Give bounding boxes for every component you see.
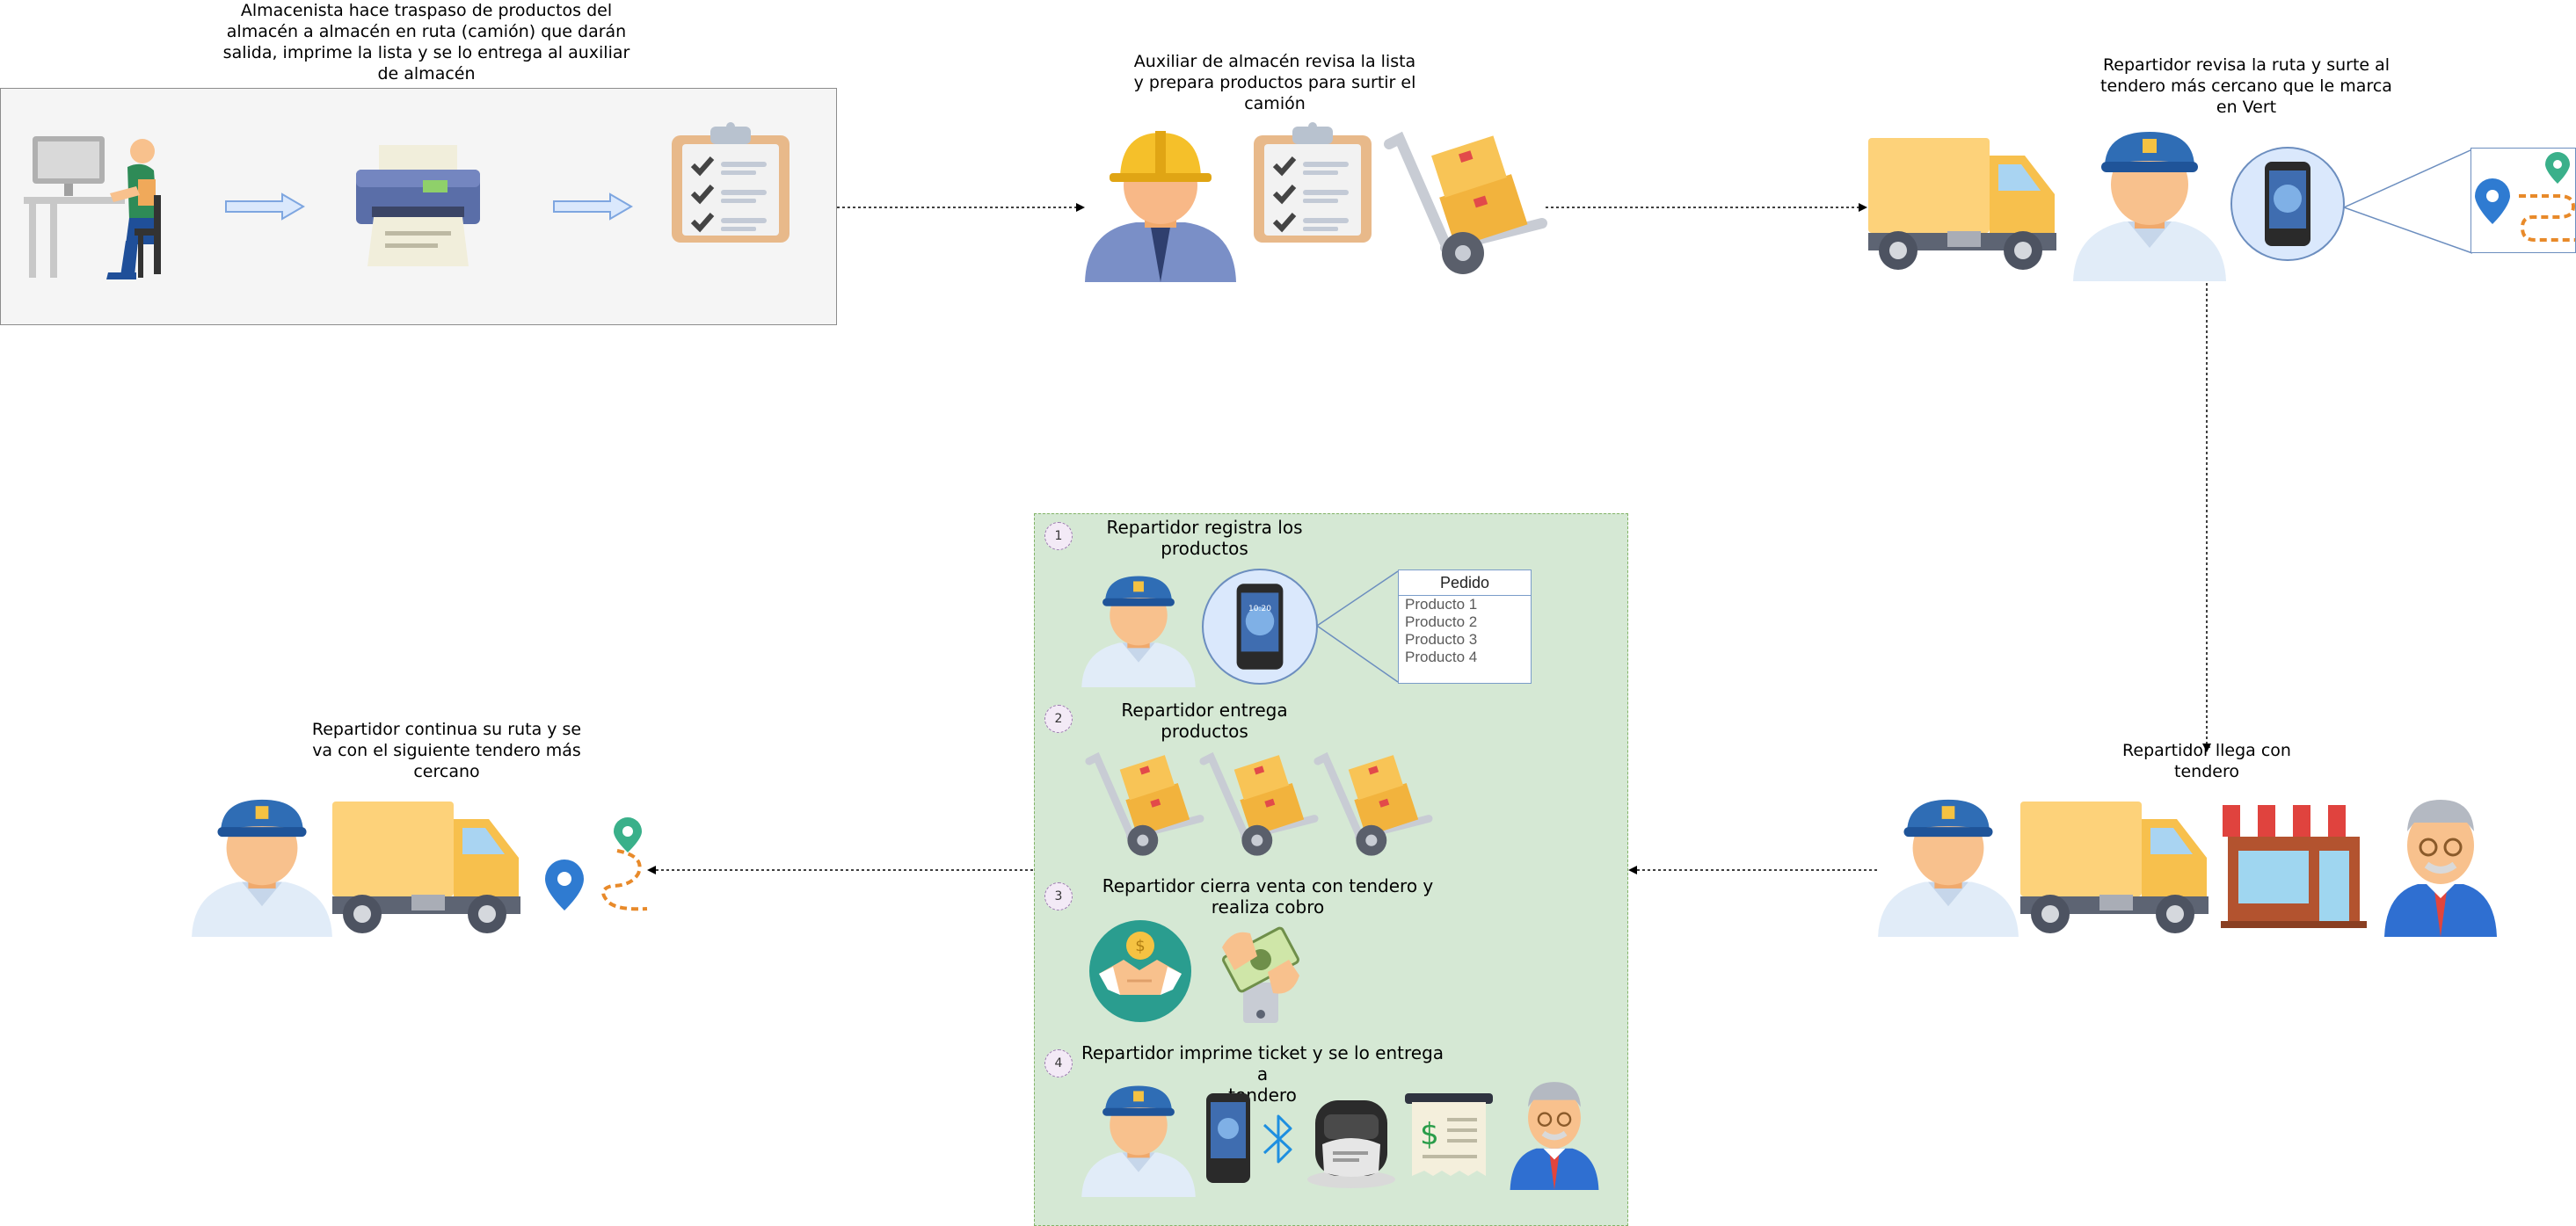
callout-lines: [2343, 149, 2473, 254]
step-label: Repartidor cierra venta con tendero y re…: [1102, 875, 1434, 918]
checklist-clipboard-icon: [1254, 122, 1372, 243]
connector-arrow: [1628, 866, 1880, 874]
route-map-box: [2470, 148, 2576, 253]
callout-lines: [1316, 570, 1399, 683]
step-number-badge: 4: [1044, 1049, 1073, 1077]
step-label: Repartidor imprime ticket y se lo entreg…: [1081, 1042, 1444, 1106]
step-number-badge: 2: [1044, 705, 1073, 733]
phone-time: 10:20: [1248, 605, 1271, 613]
step-number-badge: 1: [1044, 522, 1073, 550]
mobile-device-icon: [2230, 147, 2345, 261]
step-label: Repartidor entrega productos: [1121, 700, 1288, 742]
svg-text:$: $: [1420, 1117, 1439, 1152]
courier-avatar-icon: [1081, 576, 1196, 687]
hand-truck-boxes-icon: [1199, 751, 1319, 856]
mobile-device-icon: [1202, 569, 1318, 685]
route-map-icon: [545, 817, 648, 911]
flow-arrow-icon: [225, 192, 305, 221]
order-item: Producto 1: [1405, 596, 1478, 613]
shopkeeper-avatar-icon: [1510, 1082, 1599, 1191]
checklist-clipboard-icon: [672, 122, 790, 243]
bluetooth-icon: [1263, 1114, 1292, 1164]
hand-truck-boxes-icon: [1085, 751, 1204, 856]
order-item: Producto 4: [1405, 649, 1478, 665]
connector-arrow: [837, 203, 1085, 212]
connector-arrow: [1546, 203, 1867, 212]
cash-payment-icon: [1222, 926, 1299, 1023]
step-number-badge: 3: [1044, 882, 1073, 910]
order-item: Producto 3: [1405, 631, 1478, 648]
caption-assistant: Auxiliar de almacén revisa la lista y pr…: [1133, 52, 1416, 113]
courier-avatar-icon: [1081, 1085, 1196, 1197]
caption-store-clerk: Almacenista hace traspaso de productos d…: [222, 1, 630, 83]
courier-avatar-icon: [2073, 132, 2226, 281]
hand-truck-boxes-icon: [1384, 131, 1547, 274]
printer-icon: [356, 145, 480, 266]
storefront-icon: [2221, 805, 2367, 928]
caption-courier-review: Repartidor revisa la ruta y surte al ten…: [2100, 55, 2392, 117]
mobile-printer-icon: [1307, 1100, 1395, 1188]
courier-avatar-icon: [1878, 799, 2019, 937]
worker-at-computer-icon: [24, 136, 161, 279]
order-item: Producto 2: [1405, 613, 1478, 630]
order-list: Pedido Producto 1 Producto 2 Producto 3 …: [1398, 569, 1532, 684]
connector-arrow: [2202, 283, 2211, 752]
receipt-ticket-icon: $: [1405, 1093, 1493, 1176]
courier-avatar-icon: [192, 799, 332, 937]
hand-truck-boxes-icon: [1313, 751, 1433, 856]
caption-arrive: Repartidor llega con tendero: [2122, 741, 2291, 781]
handshake-deal-icon: $: [1089, 920, 1191, 1022]
warehouse-worker-icon: [1085, 131, 1236, 282]
caption-continue: Repartidor continua su ruta y se va con …: [311, 720, 582, 781]
route-map-icon: [2475, 152, 2575, 242]
handheld-terminal-icon: [1206, 1093, 1250, 1183]
step-label: Repartidor registra los productos: [1106, 517, 1303, 559]
shopkeeper-avatar-icon: [2384, 800, 2497, 937]
order-title: Pedido: [1399, 570, 1531, 596]
svg-text:$: $: [1135, 937, 1145, 955]
flow-arrow-icon: [553, 192, 633, 221]
delivery-truck-icon: [332, 802, 520, 933]
connector-arrow: [647, 866, 1036, 874]
delivery-truck-icon: [2020, 802, 2209, 933]
delivery-truck-icon: [1868, 138, 2056, 270]
